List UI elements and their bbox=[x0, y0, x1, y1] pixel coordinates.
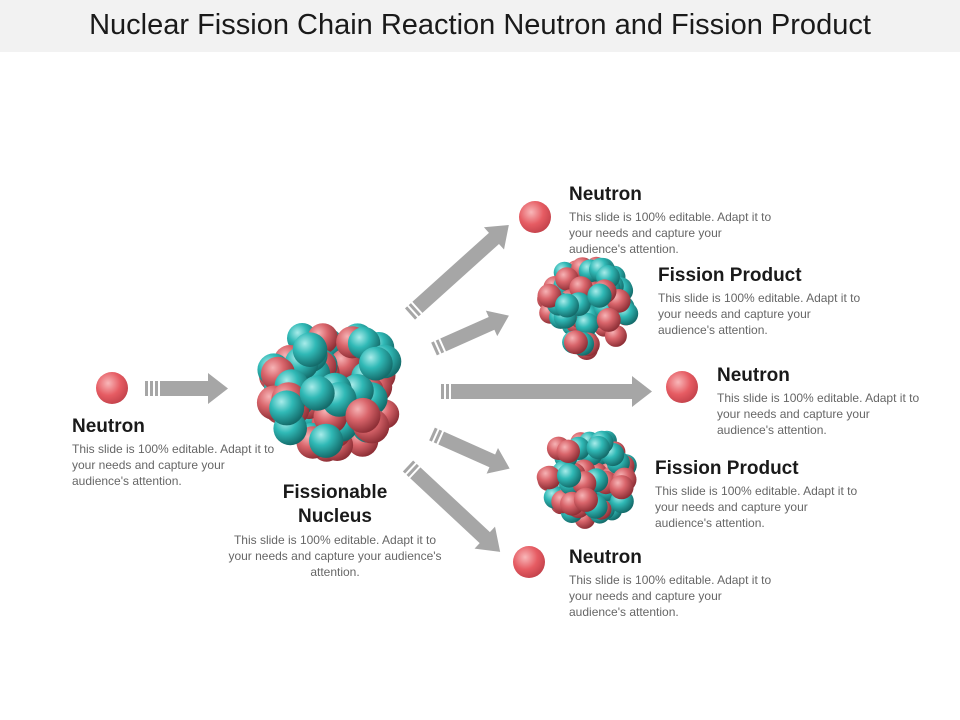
neutron-ball bbox=[299, 375, 335, 411]
neutron-top-title: Neutron bbox=[569, 184, 642, 205]
label-nucleus: Fissionable Nucleus This slide is 100% e… bbox=[226, 481, 444, 580]
arrow-input bbox=[145, 373, 228, 404]
neutron-top bbox=[519, 201, 551, 233]
proton-ball bbox=[556, 439, 580, 463]
label-input-neutron: Neutron This slide is 100% editable. Ada… bbox=[72, 416, 277, 489]
proton-ball bbox=[537, 283, 562, 308]
arrow-to-product-top bbox=[431, 310, 509, 356]
label-product-bottom: Fission Product This slide is 100% edita… bbox=[655, 458, 860, 531]
neutron-ball bbox=[555, 293, 579, 318]
neutron-mid-title: Neutron bbox=[717, 365, 790, 386]
proton-ball bbox=[345, 397, 381, 433]
fissionable-nucleus bbox=[256, 323, 402, 462]
proton-ball bbox=[537, 465, 561, 490]
page-title: Nuclear Fission Chain Reaction Neutron a… bbox=[89, 9, 871, 41]
proton-ball bbox=[609, 475, 634, 500]
label-neutron-mid: Neutron This slide is 100% editable. Ada… bbox=[717, 365, 922, 438]
neutron-bottom-text: This slide is 100% editable. Adapt it to… bbox=[569, 573, 772, 619]
proton-ball bbox=[573, 487, 599, 512]
neutron-top-text: This slide is 100% editable. Adapt it to… bbox=[569, 210, 772, 256]
arrow-to-product-bottom bbox=[429, 427, 510, 474]
input-neutron-title: Neutron bbox=[72, 416, 145, 437]
title-bar bbox=[0, 0, 960, 52]
neutron-ball bbox=[557, 463, 582, 488]
input-neutron bbox=[96, 372, 128, 404]
neutron-ball bbox=[269, 390, 305, 426]
proton-ball bbox=[596, 307, 621, 332]
neutron-ball bbox=[292, 332, 328, 368]
neutron-ball bbox=[309, 423, 344, 458]
product-top-title: Fission Product bbox=[658, 265, 802, 286]
arrow-to-neutron-bottom bbox=[402, 460, 501, 552]
neutron-ball bbox=[358, 346, 393, 381]
nucleus-text: This slide is 100% editable. Adapt it to… bbox=[228, 533, 442, 579]
product-bottom-text: This slide is 100% editable. Adapt it to… bbox=[655, 484, 858, 530]
label-neutron-top: Neutron This slide is 100% editable. Ada… bbox=[569, 184, 774, 257]
arrow-to-neutron-mid bbox=[441, 376, 652, 407]
neutron-ball bbox=[586, 435, 610, 460]
neutron-bottom-title: Neutron bbox=[569, 547, 642, 568]
neutron-ball bbox=[587, 283, 612, 308]
product-bottom-title: Fission Product bbox=[655, 458, 799, 479]
fission-product-top bbox=[537, 256, 639, 360]
input-neutron-text: This slide is 100% editable. Adapt it to… bbox=[72, 442, 275, 488]
arrow-to-neutron-top bbox=[404, 225, 509, 320]
label-product-top: Fission Product This slide is 100% edita… bbox=[658, 265, 863, 338]
neutron-ball bbox=[575, 312, 599, 336]
label-neutron-bottom: Neutron This slide is 100% editable. Ada… bbox=[569, 547, 774, 620]
neutron-bottom bbox=[513, 546, 545, 578]
neutron-mid bbox=[666, 371, 698, 403]
nucleus-title: Fissionable Nucleus bbox=[282, 482, 388, 527]
product-top-text: This slide is 100% editable. Adapt it to… bbox=[658, 291, 861, 337]
neutron-mid-text: This slide is 100% editable. Adapt it to… bbox=[717, 391, 920, 437]
proton-ball bbox=[563, 330, 588, 355]
fission-product-bottom bbox=[536, 430, 637, 529]
